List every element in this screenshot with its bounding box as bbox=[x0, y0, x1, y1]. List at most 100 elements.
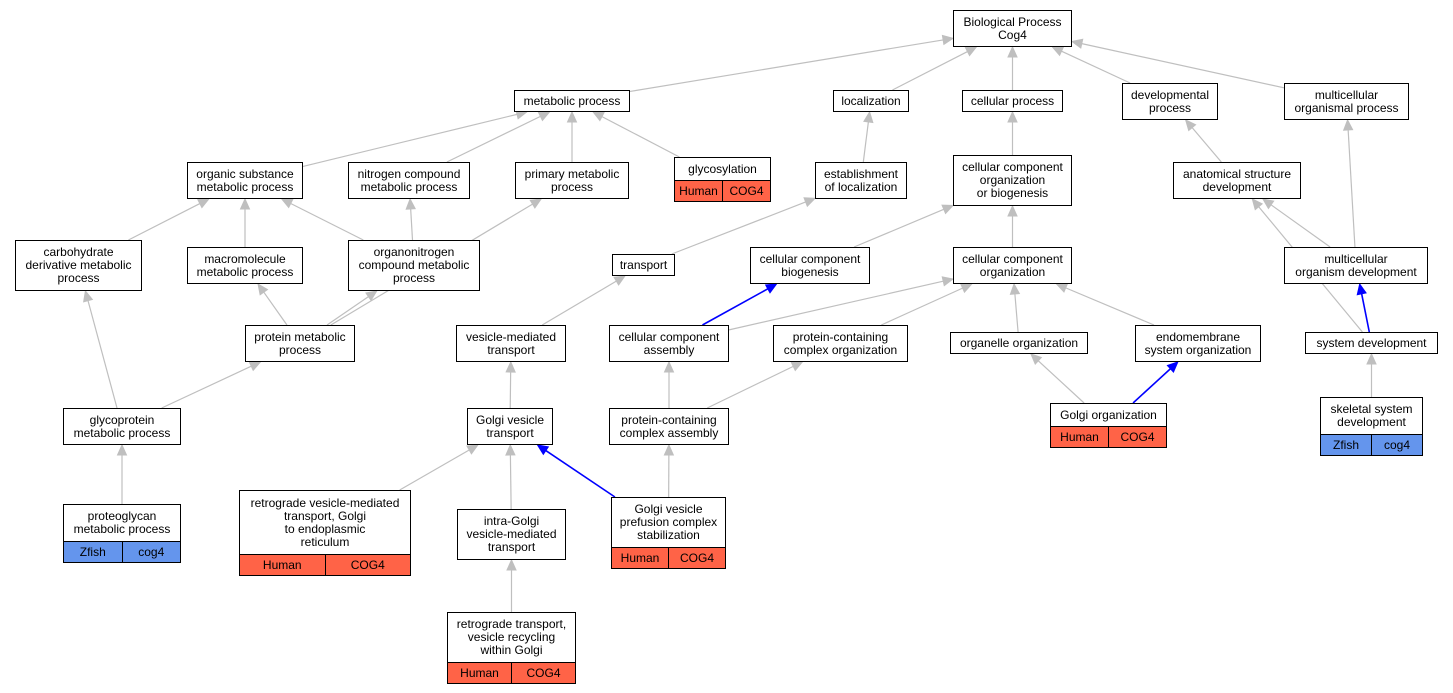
node-organic-substance-metabolic-process[interactable]: organic substance metabolic process bbox=[187, 162, 303, 199]
arrowhead-cc_assembly-to-cc_org bbox=[941, 276, 955, 287]
node-label: Golgi vesicle prefusion complex stabiliz… bbox=[619, 502, 718, 542]
arrowhead-transport-to-establishment bbox=[803, 197, 817, 208]
node-label: cellular component biogenesis bbox=[759, 251, 861, 279]
arrowhead-cc_assembly-to-cc_biogenesis bbox=[764, 283, 778, 294]
node-developmental-process[interactable]: developmental process bbox=[1122, 83, 1218, 120]
node-vesicle-mediated-transport[interactable]: vesicle-mediated transport bbox=[456, 325, 566, 362]
node-protein-metabolic-process[interactable]: protein metabolic process bbox=[245, 325, 355, 362]
node-label: multicellular organismal process bbox=[1294, 87, 1399, 115]
arrowhead-multicellular_proc-to-bp bbox=[1070, 38, 1084, 49]
edge-anatomical-to-developmental bbox=[1191, 127, 1222, 163]
arrowhead-primary-to-metabolic bbox=[566, 110, 578, 123]
node-cellular-component-organization-or-biogenesis[interactable]: cellular component organization or bioge… bbox=[953, 155, 1072, 206]
arrowhead-mc_dev-to-anatomical bbox=[1261, 198, 1275, 210]
edge-cc_assembly-to-cc_biogenesis bbox=[702, 288, 769, 326]
edge-intra_golgi-to-golgi_vt bbox=[509, 454, 512, 510]
arrowhead-system_dev-to-anatomical bbox=[1251, 198, 1264, 211]
arrowhead-golgi_prefusion-to-pc_assembly bbox=[663, 443, 675, 456]
edge-establishment-to-localization bbox=[862, 121, 869, 163]
edge-pc_assembly-to-pc_org bbox=[706, 365, 794, 409]
node-multicellular-organismal-process[interactable]: multicellular organismal process bbox=[1284, 83, 1409, 120]
node-establishment-of-localization[interactable]: establishment of localization bbox=[815, 162, 907, 199]
node-metabolic-process[interactable]: metabolic process bbox=[514, 90, 630, 112]
node-label: localization bbox=[841, 93, 901, 108]
node-multicellular-organism-development[interactable]: multicellular organism development bbox=[1284, 247, 1428, 284]
arrowhead-organelle_org-to-cc_org bbox=[1009, 282, 1021, 295]
node-organelle-organization[interactable]: organelle organization bbox=[950, 332, 1088, 354]
arrowhead-cellular_process-to-bp bbox=[1007, 45, 1018, 58]
arrowhead-golgi_prefusion-to-golgi_vt bbox=[536, 444, 550, 456]
edge-glycoprotein-to-protein_met bbox=[161, 365, 252, 409]
edge-carbohydrate-to-organic_subst bbox=[128, 203, 201, 241]
node-golgi-vesicle-transport[interactable]: Golgi vesicle transport bbox=[467, 408, 553, 445]
node-retrograde-transport-vesicle-recycling-within-golgi[interactable]: retrograde transport, vesicle recycling … bbox=[447, 612, 576, 684]
node-localization[interactable]: localization bbox=[833, 90, 909, 112]
node-biological-process[interactable]: Biological Process Cog4 bbox=[953, 10, 1072, 47]
node-nitrogen-compound-metabolic-process[interactable]: nitrogen compound metabolic process bbox=[348, 162, 470, 199]
node-label: cellular process bbox=[970, 93, 1055, 108]
node-endomembrane-system-organization[interactable]: endomembrane system organization bbox=[1135, 325, 1261, 362]
edge-golgi_org-to-endomembrane bbox=[1132, 368, 1171, 404]
arrowhead-protein_met-to-primary bbox=[529, 198, 543, 209]
node-macromolecule-metabolic-process[interactable]: macromolecule metabolic process bbox=[187, 247, 303, 284]
node-cellular-process[interactable]: cellular process bbox=[962, 90, 1063, 112]
edge-localization-to-bp bbox=[892, 51, 968, 91]
arrowhead-pc_assembly-to-pc_org bbox=[790, 361, 804, 372]
node-golgi-vesicle-prefusion-complex-stabilization[interactable]: Golgi vesicle prefusion complex stabiliz… bbox=[611, 497, 726, 569]
node-cellular-component-organization[interactable]: cellular component organization bbox=[953, 247, 1072, 284]
edge-cc_assembly-to-cc_org bbox=[728, 280, 944, 331]
node-glycoprotein-metabolic-process[interactable]: glycoprotein metabolic process bbox=[63, 408, 181, 445]
gene-cell: COG4 bbox=[1108, 427, 1166, 447]
node-label: endomembrane system organization bbox=[1144, 329, 1252, 357]
node-label: protein metabolic process bbox=[254, 329, 346, 357]
node-transport[interactable]: transport bbox=[612, 254, 675, 276]
edge-metabolic-to-bp bbox=[629, 39, 944, 93]
edge-mc_dev-to-anatomical bbox=[1270, 204, 1331, 248]
node-label: primary metabolic process bbox=[524, 166, 620, 194]
arrowhead-pc_org-to-cc_org bbox=[959, 283, 973, 294]
node-primary-metabolic-process[interactable]: primary metabolic process bbox=[515, 162, 629, 199]
node-label: metabolic process bbox=[523, 93, 621, 108]
arrowhead-anatomical-to-developmental bbox=[1184, 119, 1197, 132]
arrowhead-developmental-to-bp bbox=[1051, 46, 1065, 57]
arrowhead-intra_golgi-to-golgi_vt bbox=[505, 443, 516, 456]
node-label: skeletal system development bbox=[1330, 402, 1413, 429]
node-label: glycoprotein metabolic process bbox=[73, 412, 171, 440]
node-system-development[interactable]: system development bbox=[1305, 332, 1438, 354]
arrowhead-cc_biogenesis-to-ccob bbox=[941, 204, 955, 215]
species-cell: Human bbox=[675, 181, 722, 201]
node-intra-golgi-vesicle-mediated-transport[interactable]: intra-Golgi vesicle-mediated transport bbox=[457, 509, 566, 560]
node-label: organonitrogen compound metabolic proces… bbox=[358, 245, 470, 285]
node-label: proteoglycan metabolic process bbox=[73, 509, 171, 536]
arrowhead-skeletal-to-system_dev bbox=[1366, 352, 1377, 365]
node-carbohydrate-derivative-metabolic-process[interactable]: carbohydrate derivative metabolic proces… bbox=[15, 240, 142, 291]
node-protein-containing-complex-organization[interactable]: protein-containing complex organization bbox=[773, 325, 908, 362]
node-cellular-component-assembly[interactable]: cellular component assembly bbox=[609, 325, 729, 362]
node-retrograde-vesicle-mediated-transport-golgi-to-er[interactable]: retrograde vesicle-mediated transport, G… bbox=[239, 490, 411, 576]
node-cellular-component-biogenesis[interactable]: cellular component biogenesis bbox=[750, 247, 870, 284]
arrowhead-establishment-to-localization bbox=[863, 110, 874, 124]
node-protein-containing-complex-assembly[interactable]: protein-containing complex assembly bbox=[609, 408, 729, 445]
node-label: organic substance metabolic process bbox=[196, 166, 294, 194]
node-anatomical-structure-development[interactable]: anatomical structure development bbox=[1173, 162, 1301, 199]
gene-cell: COG4 bbox=[722, 181, 770, 201]
node-label: system development bbox=[1316, 335, 1427, 350]
edge-organonitrogen-to-nitrogen bbox=[410, 208, 414, 241]
arrowhead-vesicle_mediated-to-transport bbox=[613, 275, 626, 286]
edge-mc_dev-to-multicellular_proc bbox=[1347, 129, 1356, 248]
node-label: retrograde transport, vesicle recycling … bbox=[456, 617, 567, 657]
arrowhead-metabolic-to-bp bbox=[941, 34, 955, 46]
edge-system_dev-to-mc_dev bbox=[1360, 293, 1371, 333]
node-organonitrogen-compound-metabolic-process[interactable]: organonitrogen compound metabolic proces… bbox=[348, 240, 480, 291]
edge-pc_org-to-cc_org bbox=[881, 287, 963, 326]
node-label: protein-containing complex organization bbox=[783, 329, 898, 357]
edge-cc_biogenesis-to-ccob bbox=[853, 208, 945, 248]
